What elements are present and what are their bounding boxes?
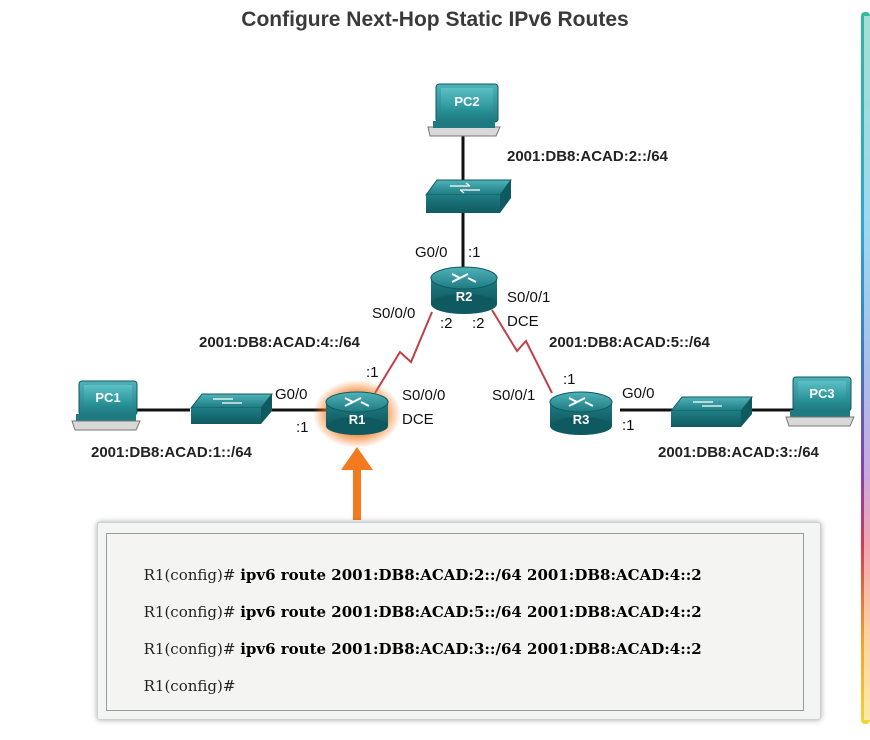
highlight-arrow [341, 447, 373, 520]
r3-label: R3 [573, 412, 590, 427]
r3-s001-label: S0/0/1 [492, 387, 535, 404]
pc3-label: PC3 [809, 386, 834, 401]
network-label-wan5: 2001:DB8:ACAD:5::/64 [549, 334, 711, 351]
pc3-icon[interactable]: PC3 [785, 376, 855, 427]
r3-s001-host: :1 [563, 371, 576, 388]
cli-line: R1(config)# ipv6 route 2001:DB8:ACAD:2::… [115, 548, 702, 602]
r1-g00-label: G0/0 [275, 386, 308, 403]
r1-g00-host: :1 [296, 419, 309, 436]
r1-s000-host: :1 [366, 364, 379, 381]
cli-output-panel: R1(config)# ipv6 route 2001:DB8:ACAD:2::… [97, 522, 821, 720]
r2-g00-host: :1 [468, 244, 481, 261]
cli-prompt: R1(config)# [143, 677, 236, 695]
cli-prompt: R1(config)# [143, 603, 241, 621]
switch-left-icon[interactable] [189, 393, 274, 424]
network-label-lan1: 2001:DB8:ACAD:1::/64 [91, 444, 253, 461]
r3-router-icon[interactable]: R3 [549, 391, 613, 435]
network-topology: PC2 R2 PC1 R1 [71, 83, 855, 520]
r2-router-icon[interactable]: R2 [430, 266, 498, 314]
pc1-icon[interactable]: PC1 [71, 380, 141, 431]
r2-s000-label: S0/0/0 [372, 305, 415, 322]
diagram-title: Configure Next-Hop Static IPv6 Routes [241, 8, 629, 31]
r2-s000-host: :2 [440, 315, 453, 332]
r2-dce-label: DCE [507, 313, 539, 330]
r1-dce-label: DCE [402, 411, 434, 428]
r1-s000-label: S0/0/0 [402, 387, 445, 404]
switch-right-icon[interactable] [669, 396, 754, 427]
r3-g00-host: :1 [622, 417, 635, 434]
r2-g00-label: G0/0 [415, 244, 448, 261]
side-color-strip [861, 12, 870, 724]
cli-line: R1(config)# [115, 659, 236, 713]
pc2-label: PC2 [454, 94, 479, 109]
cli-command: ipv6 route 2001:DB8:ACAD:2::/64 2001:DB8… [240, 566, 702, 584]
cli-command: ipv6 route 2001:DB8:ACAD:5::/64 2001:DB8… [240, 603, 702, 621]
serial-links [374, 309, 553, 394]
cli-command: ipv6 route 2001:DB8:ACAD:3::/64 2001:DB8… [240, 640, 702, 658]
network-label-lan2: 2001:DB8:ACAD:2::/64 [507, 148, 669, 165]
pc2-icon[interactable]: PC2 [427, 83, 501, 137]
cli-prompt: R1(config)# [143, 640, 241, 658]
r1-label: R1 [349, 412, 366, 427]
r1-router-icon[interactable]: R1 [313, 380, 401, 448]
pc1-label: PC1 [95, 390, 120, 405]
network-label-lan3: 2001:DB8:ACAD:3::/64 [658, 444, 820, 461]
r2-label: R2 [456, 289, 473, 304]
r2-s001-label: S0/0/1 [507, 289, 550, 306]
cli-line: R1(config)# ipv6 route 2001:DB8:ACAD:5::… [115, 585, 702, 639]
r2-s001-host: :2 [472, 315, 485, 332]
cli-line: R1(config)# ipv6 route 2001:DB8:ACAD:3::… [115, 622, 702, 676]
network-label-wan4: 2001:DB8:ACAD:4::/64 [199, 334, 361, 351]
cli-terminal: R1(config)# ipv6 route 2001:DB8:ACAD:2::… [106, 533, 804, 711]
switch-top-icon[interactable] [425, 179, 512, 213]
r3-g00-label: G0/0 [622, 385, 655, 402]
cli-prompt: R1(config)# [143, 566, 241, 584]
